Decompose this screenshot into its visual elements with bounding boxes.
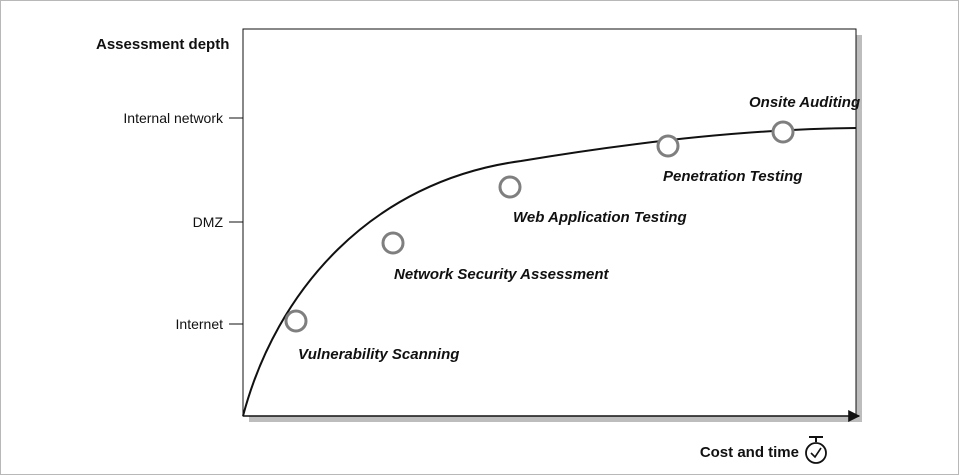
marker-web-application-testing [498,175,522,199]
stage-labels: Vulnerability Scanning Network Security … [298,94,860,363]
label-penetration-testing: Penetration Testing [663,168,802,185]
label-web-application-testing: Web Application Testing [513,209,687,226]
label-onsite-auditing: Onsite Auditing [749,94,860,111]
x-axis-title: Cost and time [700,444,799,461]
y-axis-title: Assessment depth [96,36,229,53]
label-network-security-assessment: Network Security Assessment [394,266,610,283]
marker-onsite-auditing [771,120,795,144]
marker-penetration-testing [656,134,680,158]
y-tick-label-internet: Internet [176,316,224,332]
assessment-curve [242,127,857,417]
label-vulnerability-scanning: Vulnerability Scanning [298,346,459,363]
y-tick-label-dmz: DMZ [193,214,224,230]
y-ticks: Internal network DMZ Internet [123,110,243,332]
marker-network-security-assessment [381,231,405,255]
stage-markers [284,120,795,333]
stopwatch-icon [805,436,827,464]
chart-box [242,28,857,417]
y-tick-label-internal-network: Internal network [123,110,224,126]
marker-vulnerability-scanning [284,309,308,333]
